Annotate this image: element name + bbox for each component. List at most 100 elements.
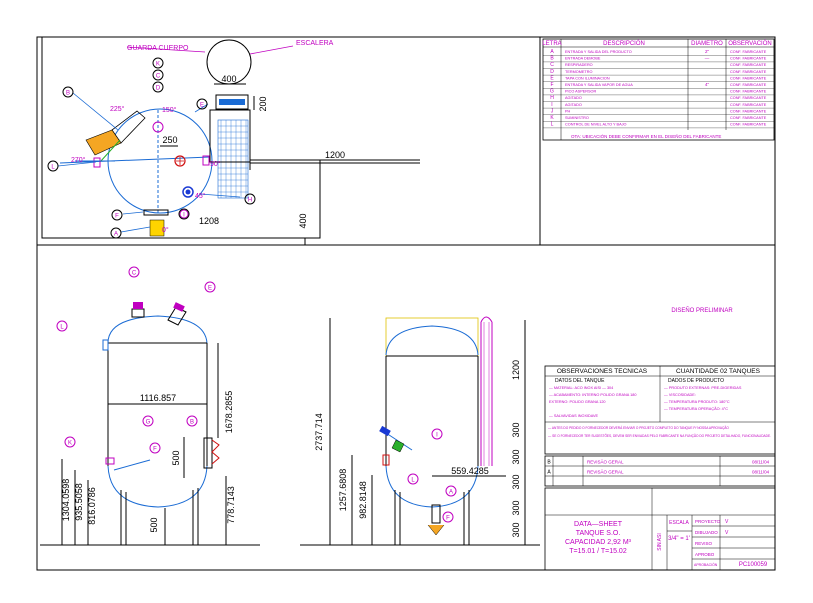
dim-front-height-top: 1678.2855 bbox=[224, 391, 234, 434]
balloon-side-a: A bbox=[449, 490, 453, 496]
dim-400-top: 400 bbox=[221, 74, 236, 84]
note-right-line: — TEMPERATURA OPERAÇÃO: 4°C bbox=[664, 406, 728, 411]
dim-side-h2: 982.8148 bbox=[358, 481, 368, 519]
nozzle-row-letter: F bbox=[550, 82, 553, 88]
nozzle-row-description: AGITADO bbox=[565, 103, 582, 107]
note-left-line: — SALVAVIDAS INOXIDAVE bbox=[549, 414, 599, 418]
angle-45: 45° bbox=[195, 192, 206, 200]
dim-side-300e: 300 bbox=[511, 522, 521, 537]
nozzle-row-description: RESPIRADERO bbox=[565, 63, 593, 67]
drawing-code: PC100059 bbox=[739, 562, 768, 568]
nozzle-row-description: PH bbox=[565, 109, 571, 113]
balloon-side-f: F bbox=[446, 516, 450, 522]
nozzle-row-observation: CONF. FABRICANTE bbox=[730, 83, 767, 87]
note-left-line: — ACABAMENTO: INTERNO POLIDO GRANA 180 bbox=[549, 393, 637, 397]
balloon-front-l: L bbox=[60, 325, 64, 331]
title-line-1: DATA—SHEET bbox=[574, 521, 623, 528]
dim-side-300a: 300 bbox=[511, 422, 521, 437]
obs-title: OBSERVACIONES TECNICAS bbox=[557, 368, 648, 375]
tech-notes-box: OBSERVACIONES TECNICAS CUANTIDADE 02 TAN… bbox=[544, 365, 776, 455]
nozzle-row-letter: A bbox=[550, 49, 554, 55]
nozzle-row-observation: CONF. FABRICANTE bbox=[730, 96, 767, 100]
nozzle-row-letter: E bbox=[550, 75, 554, 81]
nozzle-row-observation: CONF. FABRICANTE bbox=[730, 103, 767, 107]
note-right-line: — TEMPERATURA PRODUTO: 180°C bbox=[664, 400, 730, 404]
guarda-cuerpo-label: GUARDA CUERPO bbox=[127, 45, 189, 52]
dim-front-500a: 500 bbox=[149, 517, 159, 532]
revision-box: B REVISÃO GERAL 08/11/04 A REVISÃO GERAL… bbox=[544, 455, 776, 487]
note-left-line: — MATERIAL: ACO INOX AISI — 304 bbox=[549, 386, 613, 390]
dim-front-h3: 816.0786 bbox=[87, 487, 97, 525]
nozzle-row-observation: CONF. FABRICANTE bbox=[730, 50, 767, 54]
nozzle-row-observation: CONF. FABRICANTE bbox=[730, 90, 767, 94]
dim-side-300b: 300 bbox=[511, 449, 521, 464]
nozzle-row-observation: CONF. FABRICANTE bbox=[730, 116, 767, 120]
nozzle-row-letter: H bbox=[550, 95, 554, 101]
angle-0: 0° bbox=[162, 226, 169, 234]
nozzle-row-letter: C bbox=[550, 62, 554, 68]
dim-side-300c: 300 bbox=[511, 474, 521, 489]
angle-150: 150° bbox=[162, 106, 177, 114]
stair-grid bbox=[217, 119, 249, 199]
rev-letter-b: B bbox=[547, 460, 551, 466]
balloon-k: K bbox=[156, 62, 160, 68]
nozzle-row-description: AGITADO bbox=[565, 96, 582, 100]
nozzle-row-observation: CONF. FABRICANTE bbox=[730, 109, 767, 113]
dim-1200-top: 1200 bbox=[325, 150, 345, 160]
top-view: 400 200 1200 250 1208 400 GUARDA CUERPO … bbox=[41, 37, 420, 245]
nozzle-row-diameter: 4" bbox=[705, 82, 710, 87]
balloon-front-g: G bbox=[146, 420, 151, 426]
nozzle-row-letter: J bbox=[551, 108, 554, 114]
title-line-3: CAPACIDAD 2,92 M³ bbox=[565, 539, 632, 546]
datos-tanque: DATOS DEL TANQUE bbox=[555, 378, 605, 384]
dim-front-h2: 935.5058 bbox=[74, 483, 84, 521]
nozzle-row-description: PICO ASPERSOR bbox=[565, 90, 596, 94]
nozzle-row-letter: K bbox=[550, 115, 554, 121]
balloon-front-f: F bbox=[153, 447, 157, 453]
note-right-line: — VISCOSIDADE: bbox=[664, 393, 696, 397]
side-view: 2737.714 1257.6808 982.8148 559.4285 120… bbox=[300, 316, 540, 546]
nozzle-row-observation: CONF. FABRICANTE bbox=[730, 123, 767, 127]
nozzle-row-description: ENTRADA Y SALIDA VAPOR DE AGUA bbox=[565, 83, 633, 87]
tb-val-0: V bbox=[725, 519, 729, 525]
title-line-4: T=15.01 / T=15.02 bbox=[569, 548, 627, 555]
balloon-side-i: I bbox=[436, 433, 438, 439]
tb-row-0: PROYECTO bbox=[695, 519, 721, 524]
nozzle-row-letter: D bbox=[550, 69, 554, 75]
nozzle-row-description: ENTRADA DEMOBE bbox=[565, 57, 601, 61]
rev-date-a: 08/11/04 bbox=[752, 470, 770, 475]
side-code: SIN ASI bbox=[657, 533, 663, 551]
balloons-side: I L A F bbox=[407, 428, 457, 523]
note-left-line: EXTERNO: POLIDO GRANA 120 bbox=[549, 400, 606, 404]
angle-90: 90° bbox=[210, 160, 221, 168]
nozzle-row-description: SUMINISTRO bbox=[565, 116, 589, 120]
dim-front-width: 1116.857 bbox=[140, 393, 176, 403]
dim-side-1200: 1200 bbox=[511, 360, 521, 380]
nozzle-row-diameter: 2" bbox=[705, 49, 710, 54]
rev-label-a: REVISÃO GERAL bbox=[587, 469, 624, 475]
title-line-2: TANQUE S.O. bbox=[576, 530, 621, 537]
dim-250-top: 250 bbox=[162, 135, 177, 145]
balloon-d: D bbox=[156, 86, 161, 92]
balloon-front-c: C bbox=[132, 271, 137, 277]
tb-row-2: REVISO bbox=[695, 541, 713, 546]
dim-400-side: 400 bbox=[298, 213, 308, 228]
tb-row-4: APROBACIÓN bbox=[694, 562, 718, 567]
table-note: OTA: UBICACIÓN DEBE CONFIRMAR EN EL DISE… bbox=[571, 133, 721, 139]
th-descripcion: DESCRIPCIÓN bbox=[603, 40, 645, 47]
balloon-f: F bbox=[115, 214, 119, 220]
dim-front-h4: 778.7143 bbox=[226, 486, 236, 524]
tb-row-1: DIBUJADO bbox=[695, 530, 718, 535]
nozzle-row-observation: CONF. FABRICANTE bbox=[730, 76, 767, 80]
escala-label: ESCALA bbox=[669, 520, 689, 526]
balloon-c: C bbox=[156, 74, 161, 80]
nozzle-row-letter: L bbox=[551, 122, 554, 128]
dim-side-width: 559.4285 bbox=[451, 466, 489, 476]
dim-side-total: 2737.714 bbox=[314, 413, 324, 451]
balloon-side-l: L bbox=[411, 478, 415, 484]
balloon-l: L bbox=[51, 165, 55, 171]
th-diametro: DIAMETRO bbox=[691, 41, 723, 47]
nozzle-b-top bbox=[85, 110, 146, 163]
nozzle-row-letter: I bbox=[551, 102, 552, 108]
